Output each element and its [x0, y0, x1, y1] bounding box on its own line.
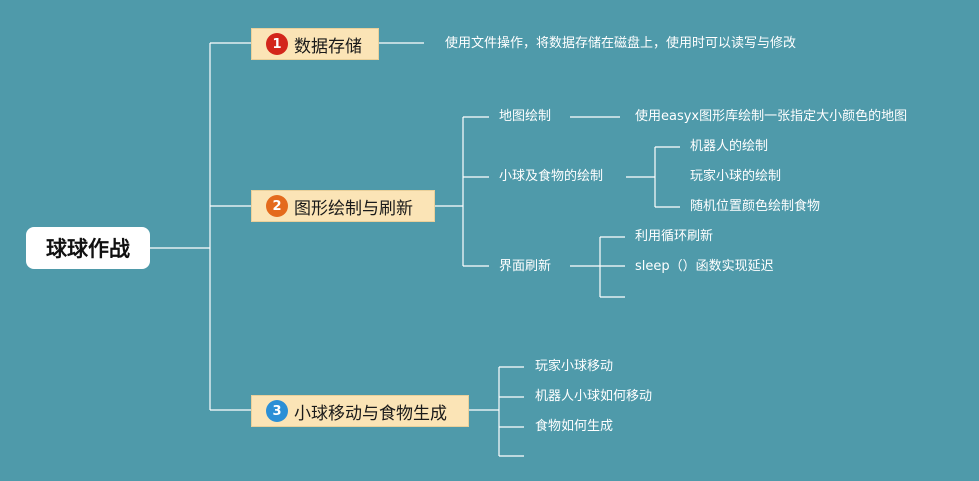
leaf-easyx-map: 使用easyx图形库绘制一张指定大小颜色的地图 [635, 109, 908, 124]
leaf-file-storage: 使用文件操作，将数据存储在磁盘上，使用时可以读写与修改 [445, 36, 797, 51]
number-badge-3: 3 [266, 400, 288, 422]
leaf-robot-drawing: 机器人的绘制 [690, 139, 769, 154]
number-badge-2: 2 [266, 195, 288, 217]
leaf-food-generation: 食物如何生成 [535, 419, 614, 434]
node-ball-food-drawing: 小球及食物的绘制 [499, 169, 604, 184]
branch-ball-movement-food[interactable]: 3 小球移动与食物生成 [251, 395, 469, 427]
root-label: 球球作战 [46, 237, 130, 261]
branch-label: 图形绘制与刷新 [294, 198, 413, 219]
number-badge-1: 1 [266, 33, 288, 55]
branch-label: 数据存储 [294, 36, 362, 57]
leaf-loop-refresh: 利用循环刷新 [635, 229, 714, 244]
leaf-player-ball-move: 玩家小球移动 [535, 359, 614, 374]
root-node[interactable]: 球球作战 [26, 227, 150, 269]
leaf-robot-ball-move: 机器人小球如何移动 [535, 389, 653, 404]
branch-graphics-refresh[interactable]: 2 图形绘制与刷新 [251, 190, 435, 222]
leaf-player-ball-drawing: 玩家小球的绘制 [690, 169, 782, 184]
branch-label: 小球移动与食物生成 [294, 403, 447, 424]
leaf-random-food-drawing: 随机位置颜色绘制食物 [690, 199, 821, 214]
node-screen-refresh: 界面刷新 [499, 259, 552, 274]
leaf-sleep-delay: sleep（）函数实现延迟 [635, 259, 774, 274]
branch-data-storage[interactable]: 1 数据存储 [251, 28, 379, 60]
node-map-drawing: 地图绘制 [499, 109, 552, 124]
